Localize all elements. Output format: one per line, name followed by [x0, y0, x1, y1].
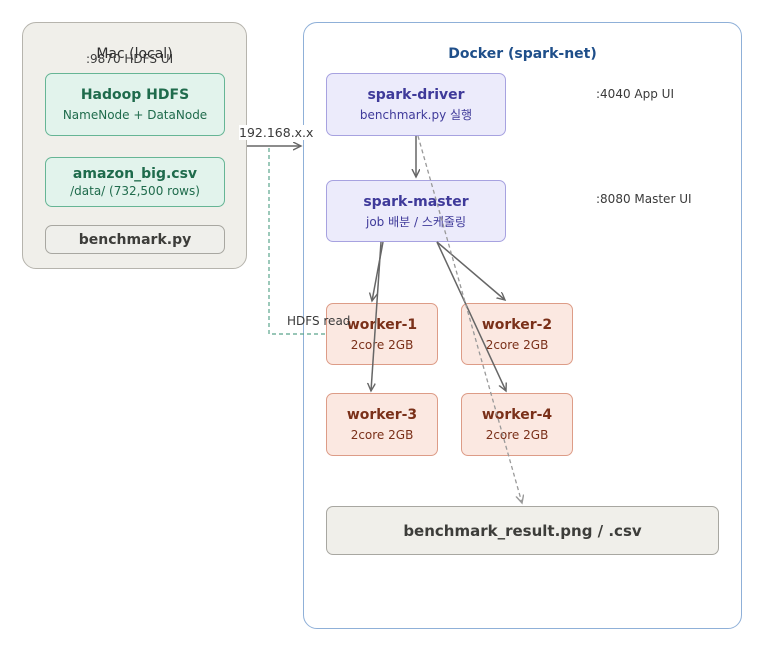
benchmark-py-node: benchmark.py — [45, 225, 225, 254]
benchmark-py-title: benchmark.py — [78, 231, 192, 248]
benchmark-result-title: benchmark_result.png / .csv — [403, 521, 642, 540]
worker-1-node: worker-1 2core 2GB — [326, 303, 438, 365]
ip-edge-label: 192.168.x.x — [239, 125, 314, 140]
amazon-csv-title: amazon_big.csv — [72, 166, 198, 182]
hdfs-read-edge-label: HDFS read — [287, 314, 351, 328]
master-to-worker3-edge — [371, 241, 382, 391]
spark-driver-sub: benchmark.py 실행 — [359, 108, 473, 122]
worker-3-node: worker-3 2core 2GB — [326, 393, 438, 456]
spark-master-title: spark-master — [363, 193, 469, 210]
hadoop-hdfs-node: Hadoop HDFS NameNode + DataNode — [45, 73, 225, 136]
amazon-csv-node: amazon_big.csv /data/ (732,500 rows) — [45, 157, 225, 207]
benchmark-result-node: benchmark_result.png / .csv — [326, 506, 719, 555]
amazon-csv-sub: /data/ (732,500 rows) — [70, 184, 200, 198]
master-to-worker4-edge — [436, 241, 506, 391]
master-to-worker1-edge — [372, 241, 384, 301]
worker-3-sub: 2core 2GB — [350, 428, 414, 442]
hadoop-hdfs-title: Hadoop HDFS — [80, 87, 190, 103]
worker-2-sub: 2core 2GB — [485, 337, 549, 352]
mac-group-title: Mac (local) — [96, 46, 173, 62]
worker-1-sub: 2core 2GB — [350, 337, 414, 352]
master-ui-port-label: :8080 Master UI — [596, 192, 692, 206]
worker-3-title: worker-3 — [346, 407, 418, 423]
hadoop-hdfs-sub: NameNode + DataNode — [62, 108, 208, 122]
hdfs-ui-port-label: :9870 HDFS UI — [86, 52, 174, 66]
worker-2-title: worker-2 — [481, 316, 553, 333]
docker-group-title: Docker (spark-net) — [448, 46, 597, 62]
app-ui-port-label: :4040 App UI — [596, 87, 674, 101]
hdfs-read-edge — [268, 148, 326, 335]
spark-driver-node: spark-driver benchmark.py 실행 — [326, 73, 506, 136]
worker-1-title: worker-1 — [346, 316, 418, 333]
master-to-worker2-edge — [436, 241, 505, 300]
worker-4-node: worker-4 2core 2GB — [461, 393, 573, 456]
worker-4-sub: 2core 2GB — [485, 428, 549, 442]
driver-to-result-edge — [417, 135, 522, 503]
worker-4-title: worker-4 — [481, 407, 553, 423]
spark-driver-title: spark-driver — [367, 87, 465, 103]
